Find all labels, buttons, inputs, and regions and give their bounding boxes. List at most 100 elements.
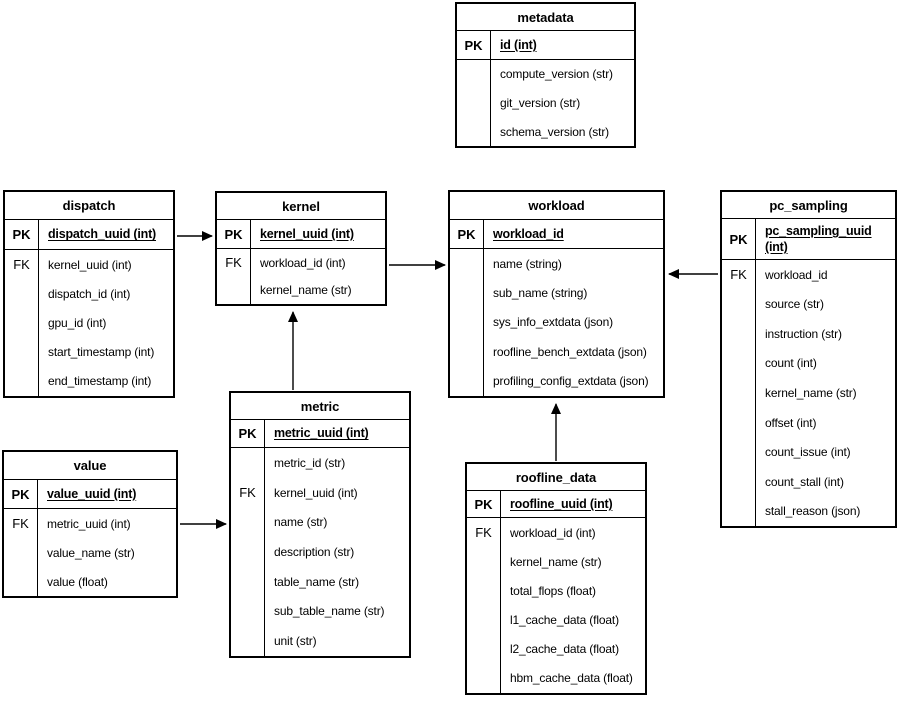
pk-field: workload_id [493,226,564,241]
entity-body: FK workload_id (int)kernel_name (str) [217,249,385,304]
field-list: name (string) sub_name (string) sys_info_e… [484,249,663,396]
pk-label: PK [5,220,39,249]
field-row: count_issue (int) [765,445,851,460]
field-row: sub_table_name (str) [274,604,385,619]
field-row: unit (str) [274,634,317,649]
field-list: metric_uuid (int) value_name (str) value (… [38,509,176,596]
field-row: instruction (str) [765,326,842,341]
pk-row: PK dispatch_uuid (int) [5,220,173,250]
field-row: table_name (str) [274,574,359,589]
pk-field: metric_uuid (int) [274,426,369,441]
pk-row: PK workload_id [450,220,663,249]
fk-cell [457,60,491,146]
fk-label: FK [225,255,242,271]
field-row: offset (int) [765,415,817,430]
entity-body: name (string) sub_name (string) sys_info_e… [450,249,663,396]
entity-title-roofline_data: roofline_data [467,464,645,491]
field-row: kernel_uuid (int) [274,485,358,500]
entity-body: FK metric_uuid (int) value_name (str) value… [4,509,176,596]
entity-body: FK kernel_uuid (int) dispatch_id (int) gpu_… [5,250,173,396]
pk-label: PK [457,31,491,59]
field-row: sub_name (string) [493,286,588,301]
fk-label: FK [475,525,492,541]
field-list: workload_id (int)kernel_name (str) [251,249,385,304]
field-row: roofline_bench_extdata (json) [493,344,647,359]
field-row: metric_uuid (int) [47,516,131,531]
fk-cell [450,249,484,396]
field-row: git_version (str) [500,95,581,110]
fk-cell: FK [4,509,38,596]
field-row: workload_id (int) [510,525,596,540]
field-row: metric_id (str) [274,455,346,470]
fk-cell: FK [231,448,265,656]
field-row: l2_cache_data (float) [510,642,619,657]
pk-field: roofline_uuid (int) [510,496,613,511]
pk-label: PK [217,220,251,248]
pk-field: dispatch_uuid (int) [48,227,156,242]
pk-label: PK [450,220,484,248]
pk-label: PK [722,219,756,259]
field-list: workload_id (int)kernel_name (str)total_… [501,518,645,693]
pk-row: PK metric_uuid (int) [231,420,409,448]
field-row: kernel_uuid (int) [48,257,132,272]
field-row: kernel_name (str) [765,385,857,400]
field-row: end_timestamp (int) [48,374,152,389]
fk-label: FK [13,257,30,273]
field-row: sys_info_extdata (json) [493,315,613,330]
fk-label: FK [12,516,29,531]
entity-title-pc_sampling: pc_sampling [722,192,895,219]
entity-body: FK metric_id (str) kernel_uuid (int) name (… [231,448,409,656]
pk-field: value_uuid (int) [47,486,137,501]
field-row: start_timestamp (int) [48,345,155,360]
field-row: profiling_config_extdata (json) [493,374,649,389]
field-row: stall_reason (json) [765,504,861,519]
pk-row: PK id (int) [457,31,634,60]
field-row: description (str) [274,544,355,559]
field-list: compute_version (str)git_version (str)sc… [491,60,634,146]
entity-title-workload: workload [450,192,663,220]
field-row: total_flops (float) [510,583,596,598]
entity-title-dispatch: dispatch [5,192,173,220]
field-row: gpu_id (int) [48,315,107,330]
field-row: compute_version (str) [500,67,613,82]
field-row: value (float) [47,574,108,589]
entity-title-metric: metric [231,393,409,420]
field-list: metric_id (str) kernel_uuid (int) name (st… [265,448,409,656]
entity-title-metadata: metadata [457,4,634,31]
pk-field: pc_sampling_uuid (int) [765,223,872,254]
field-row: workload_id [765,267,828,282]
field-row: value_name (str) [47,545,135,560]
fk-label: FK [239,485,256,501]
field-row: hbm_cache_data (float) [510,671,633,686]
pk-label: PK [467,491,501,517]
field-row: name (str) [274,515,328,530]
field-row: name (string) [493,256,562,271]
pk-field: id (int) [500,37,537,52]
entity-title-value: value [4,452,176,480]
pk-row: PK kernel_uuid (int) [217,220,385,249]
field-row: kernel_name (str) [260,283,352,298]
fk-cell: FK [722,260,756,526]
entity-title-kernel: kernel [217,193,385,220]
pk-row: PK roofline_uuid (int) [467,491,645,518]
fk-cell: FK [217,249,251,304]
field-row: count (int) [765,356,817,371]
field-row: dispatch_id (int) [48,286,131,301]
entity-body: compute_version (str)git_version (str)sc… [457,60,634,146]
entity-body: FK workload_id (int)kernel_name (str)tota… [467,518,645,693]
pk-field: kernel_uuid (int) [260,226,354,241]
field-row: source (str) [765,297,824,312]
pk-label: PK [231,420,265,447]
